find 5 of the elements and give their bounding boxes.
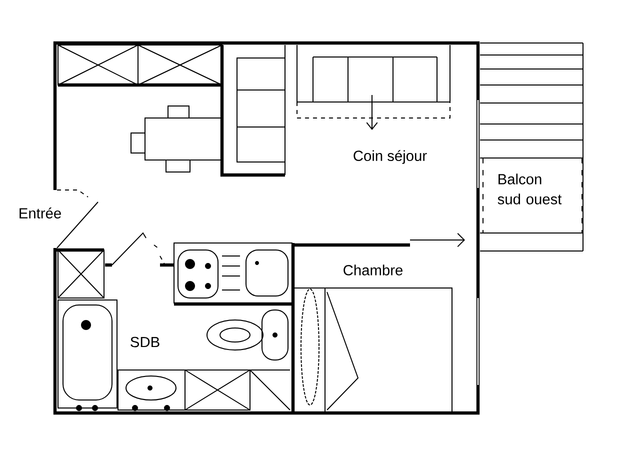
room-label: Entrée: [20, 208, 61, 218]
room-label: Chambre: [344, 264, 402, 276]
room-label: Balcon sud ouest: [498, 174, 562, 204]
room-label: Coin séjour: [354, 150, 427, 164]
room-label: SDB: [130, 336, 160, 348]
